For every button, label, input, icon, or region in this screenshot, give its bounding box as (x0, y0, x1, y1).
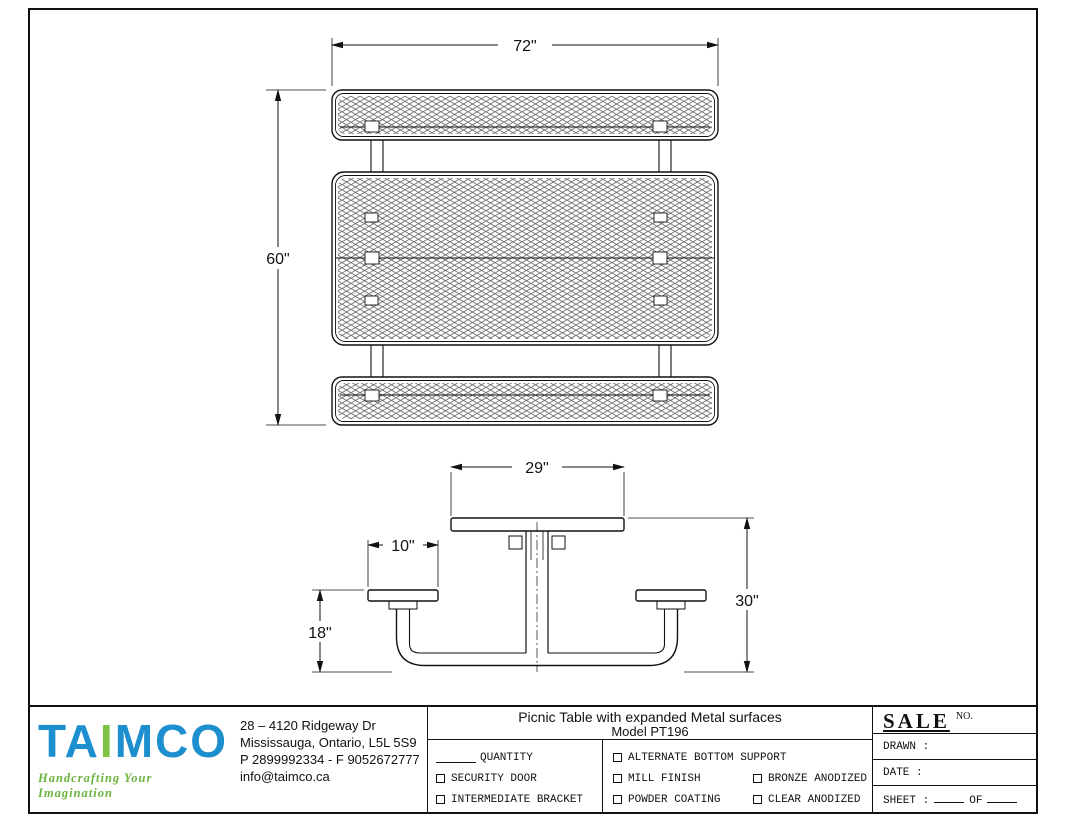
taimco-logo: TAIMCO (38, 715, 228, 767)
logo-tagline: Handcrafting Your Imagination (38, 771, 153, 800)
company-address: 28 – 4120 Ridgeway Dr Mississauga, Ontar… (232, 707, 427, 812)
logo-cell: TAIMCO Handcrafting Your Imagination (30, 707, 232, 812)
right-bench-bracket (656, 600, 686, 610)
sheet-total-blank[interactable] (987, 793, 1018, 804)
option-label-clear-anodized: CLEAR ANODIZED (768, 793, 861, 806)
address-line-3: P 2899992334 - F 9052672777 (240, 752, 420, 767)
bronze-anodized-checkbox[interactable] (753, 774, 762, 783)
sale-info-cell: SALE NO. DRAWN : DATE : SHEET : OF (872, 707, 1036, 812)
options-finish-row-1: MILL FINISH BRONZE ANODIZED (613, 768, 868, 789)
options-finish-row-2: POWDER COATING CLEAR ANODIZED (613, 789, 868, 810)
drawn-label: DRAWN : (883, 741, 930, 753)
left-bench-profile (367, 589, 439, 602)
dimension-18: 18" (295, 589, 392, 673)
drawing-model-number: Model PT196 (611, 724, 689, 739)
logo-text-part1: TA (38, 715, 100, 767)
options-left-column: QUANTITY SECURITY DOOR INTERMEDIATE BRAC… (428, 740, 603, 812)
security-door-checkbox[interactable] (436, 774, 445, 783)
option-mill-finish: MILL FINISH (613, 768, 753, 789)
dim-label-18: 18" (308, 625, 331, 642)
option-security-door: SECURITY DOOR (436, 768, 598, 789)
of-label: OF (969, 795, 983, 808)
dim-label-29: 29" (525, 460, 548, 477)
right-bench-profile (635, 589, 707, 602)
address-line-1: 28 – 4120 Ridgeway Dr (240, 718, 376, 733)
option-alternate-bottom-support: ALTERNATE BOTTOM SUPPORT (613, 747, 868, 768)
powder-coating-checkbox[interactable] (613, 795, 622, 804)
pedestal-column (508, 531, 566, 653)
technical-drawing: 72" 60" (252, 34, 772, 673)
frame-tube-bottom-left (370, 345, 384, 377)
intermediate-bracket-checkbox[interactable] (436, 795, 445, 804)
bottom-bench-panel (331, 376, 719, 426)
drawing-title: Picnic Table with expanded Metal surface… (428, 707, 872, 740)
mill-finish-checkbox[interactable] (613, 774, 622, 783)
drawn-row: DRAWN : (873, 734, 1036, 761)
dim-label-72: 72" (513, 38, 536, 55)
option-intermediate-bracket: INTERMEDIATE BRACKET (436, 789, 598, 810)
option-bronze-anodized: BRONZE ANODIZED (753, 768, 868, 789)
option-label-quantity: QUANTITY (480, 751, 533, 764)
tabletop-profile (450, 517, 625, 532)
option-label-bronze-anodized: BRONZE ANODIZED (768, 772, 868, 785)
option-quantity: QUANTITY (436, 747, 598, 768)
frame-tube-top-left (370, 140, 384, 172)
options-right-column: ALTERNATE BOTTOM SUPPORT MILL FINISH BRO… (603, 740, 872, 812)
front-view: 29" 10" (295, 456, 772, 673)
option-clear-anodized: CLEAR ANODIZED (753, 789, 868, 810)
sale-row: SALE NO. (873, 707, 1036, 734)
dimension-10: 10" (367, 535, 439, 587)
dimension-60: 60" (252, 89, 326, 426)
left-bench-bracket (388, 600, 418, 610)
sheet-row: SHEET : OF (873, 786, 1036, 812)
option-label-mill-finish: MILL FINISH (628, 772, 701, 785)
quantity-blank-field[interactable] (436, 753, 476, 763)
title-block: TAIMCO Handcrafting Your Imagination 28 … (30, 705, 1036, 812)
option-label-alternate-bottom-support: ALTERNATE BOTTOM SUPPORT (628, 751, 787, 764)
sheet-border (28, 8, 1038, 814)
dim-label-30: 30" (735, 593, 758, 610)
address-line-2: Mississauga, Ontario, L5L 5S9 (240, 735, 417, 750)
option-label-intermediate-bracket: INTERMEDIATE BRACKET (451, 793, 584, 806)
dimension-72: 72" (331, 34, 719, 86)
sale-no-label: NO. (955, 711, 973, 722)
date-label: DATE : (883, 767, 923, 780)
frame-tube-bottom-right (658, 345, 672, 377)
clear-anodized-checkbox[interactable] (753, 795, 762, 804)
sheet-label: SHEET : (883, 795, 930, 808)
dim-label-60: 60" (266, 251, 289, 268)
dimension-30: 30" (628, 517, 772, 673)
option-label-powder-coating: POWDER COATING (628, 793, 721, 806)
dim-label-10: 10" (391, 538, 414, 555)
dimension-29: 29" (450, 456, 625, 516)
table-top-panel (331, 171, 719, 346)
logo-text-part2: MCO (114, 715, 229, 767)
base-frame (395, 609, 679, 667)
option-label-security-door: SECURITY DOOR (451, 772, 537, 785)
address-line-4: info@taimco.ca (240, 769, 330, 784)
drawing-title-line1: Picnic Table with expanded Metal surface… (518, 709, 782, 725)
drawing-title-cell: Picnic Table with expanded Metal surface… (427, 707, 872, 812)
top-bench-panel (331, 89, 719, 141)
top-view: 72" 60" (252, 34, 719, 426)
frame-tube-top-right (658, 140, 672, 172)
logo-text-accent: I (99, 715, 115, 767)
alternate-bottom-support-checkbox[interactable] (613, 753, 622, 762)
sheet-number-blank[interactable] (934, 793, 965, 804)
options-area: QUANTITY SECURITY DOOR INTERMEDIATE BRAC… (428, 740, 872, 812)
sale-label: SALE (883, 709, 950, 733)
option-powder-coating: POWDER COATING (613, 789, 753, 810)
date-row: DATE : (873, 760, 1036, 787)
